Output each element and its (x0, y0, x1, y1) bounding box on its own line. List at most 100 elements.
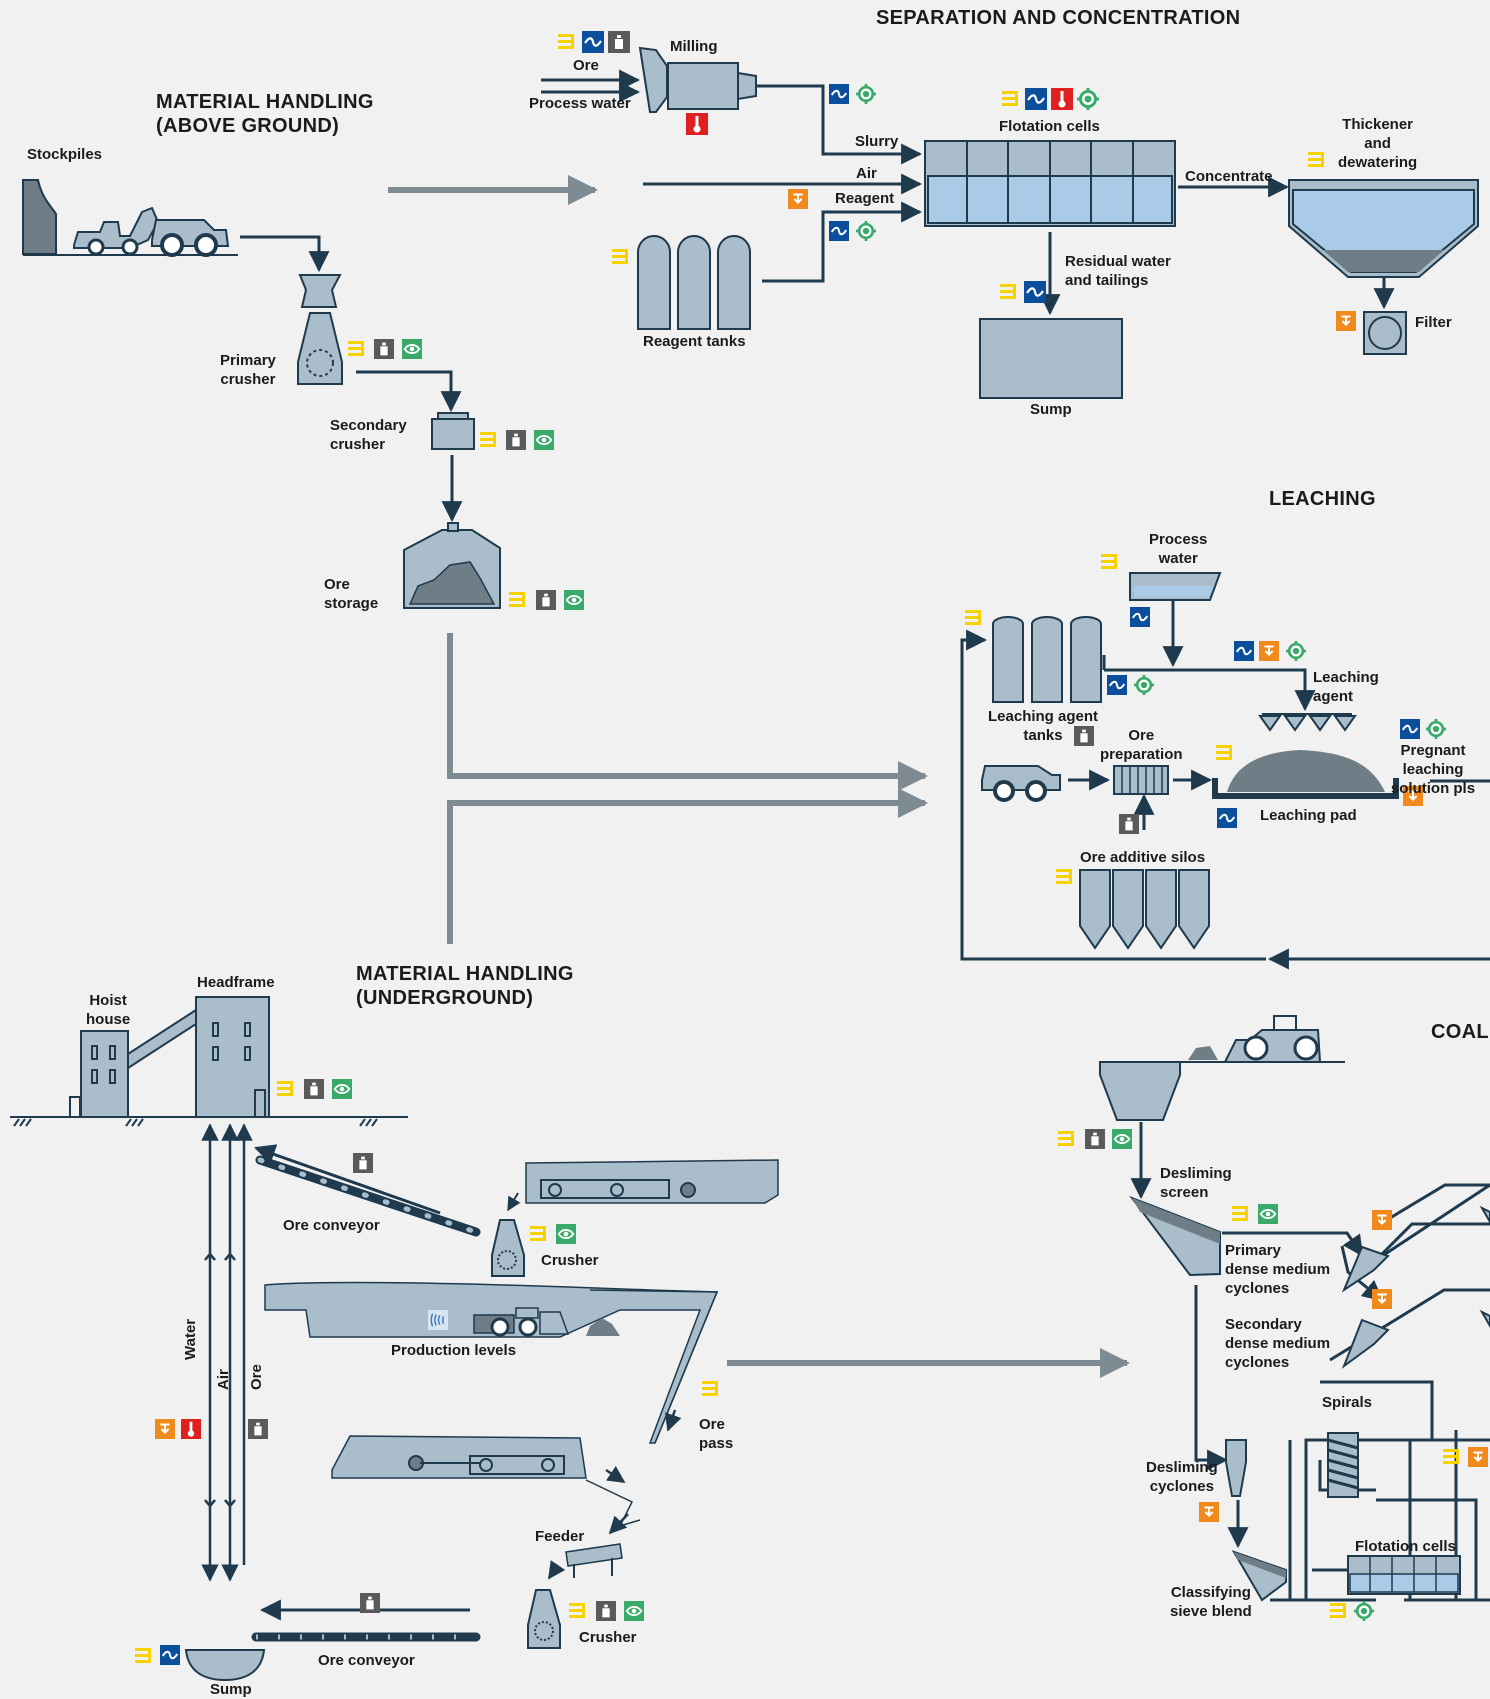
level-icon (558, 34, 574, 49)
weighing-icon (608, 31, 630, 53)
motion-icon (534, 430, 554, 450)
motion-icon (556, 1224, 576, 1244)
label-primary-dmc: Primary dense medium cyclones (1225, 1242, 1331, 1297)
label-stockpiles: Stockpiles (27, 146, 103, 163)
label-pregnant: Pregnant leaching solution pls (1390, 742, 1476, 797)
leaching-pad (1212, 750, 1399, 799)
lower-level-tunnel (331, 1435, 641, 1535)
level-icon (702, 1381, 718, 1396)
label-reagent: Reagent (835, 190, 895, 207)
lower-ore-conveyor (251, 1599, 481, 1642)
weighing-icon (374, 339, 394, 359)
level-icon (1000, 284, 1016, 299)
label-spirals: Spirals (1322, 1394, 1373, 1411)
level-icon (1330, 1603, 1346, 1618)
label-ore-pass: Ore pass (699, 1416, 734, 1452)
pressure-icon (788, 189, 808, 209)
section-connectors (388, 175, 1130, 1378)
level-icon (480, 432, 496, 447)
section-title-separation: SEPARATION AND CONCENTRATION (876, 7, 1241, 29)
feeder-unit (547, 1543, 623, 1580)
weighing-icon (536, 590, 556, 610)
weighing-icon (596, 1601, 616, 1621)
label-secondary-crusher: Secondary crusher (330, 417, 407, 453)
label-ore-preparation: Ore preparation (1100, 727, 1183, 763)
level-icon (569, 1603, 585, 1618)
label-reagent-tanks: Reagent tanks (643, 333, 746, 350)
flow-icon (582, 31, 604, 53)
desliming-cyclones (1225, 1439, 1247, 1497)
motion-icon (332, 1079, 352, 1099)
weighing-icon (360, 1593, 380, 1613)
pressure-icon (1372, 1289, 1392, 1309)
weighing-icon (506, 430, 526, 450)
ore-additive-silos (1079, 869, 1210, 950)
label-concentrate: Concentrate (1185, 168, 1273, 185)
production-level-tunnel (264, 1281, 719, 1444)
label-production-levels: Production levels (391, 1342, 517, 1359)
label-desliming-cyclones: Desliming cyclones (1146, 1459, 1218, 1495)
flow-icon (1217, 808, 1237, 828)
motion-icon (564, 590, 584, 610)
label-crusher-lower: Crusher (579, 1629, 637, 1646)
leaching-agent-tanks (992, 616, 1102, 703)
above-ground-flow-lines (240, 235, 463, 523)
flotation-cells (924, 140, 1176, 227)
label-crusher: Crusher (541, 1252, 599, 1269)
label-desliming-screen: Desliming screen (1160, 1165, 1232, 1201)
label-ore: Ore (573, 57, 599, 74)
analytics-icon (1354, 1601, 1374, 1621)
level-icon (348, 341, 364, 356)
label-sump: Sump (1030, 401, 1072, 418)
label-flotation-cells-coal: Flotation cells (1355, 1538, 1456, 1555)
underground-sump (184, 1649, 266, 1682)
radar-icon (428, 1310, 448, 1330)
milling-flows (541, 69, 1395, 316)
flow-icon (1400, 719, 1420, 739)
label-thickener: Thickener and dewatering (1338, 116, 1418, 171)
label-process-water-leach: Process water (1149, 531, 1208, 567)
secondary-crusher (431, 412, 475, 450)
process-water-tray (1129, 572, 1222, 601)
section-title-leaching: LEACHING (1269, 488, 1376, 510)
section-title-handling-under: MATERIAL HANDLING (UNDERGROUND) (356, 963, 574, 1009)
desliming-screen (1129, 1195, 1221, 1277)
pressure-icon (1199, 1502, 1219, 1522)
weighing-icon (304, 1079, 324, 1099)
leaching-flows (960, 601, 1490, 970)
label-hoist-house: Hoist house (86, 992, 131, 1028)
ore-preparation-unit (1113, 765, 1169, 795)
temperature-icon (686, 113, 708, 135)
shaft-lines (201, 1123, 253, 1582)
label-secondary-dmc: Secondary dense medium cyclones (1225, 1316, 1331, 1371)
coal-hopper (1099, 1015, 1345, 1121)
label-sump-underground: Sump (210, 1681, 252, 1698)
level-icon (1056, 869, 1072, 884)
label-process-water: Process water (529, 95, 631, 112)
stockpiles-equipment (22, 179, 238, 257)
label-ore-vertical: Ore (248, 1364, 265, 1390)
analytics-icon (1426, 719, 1446, 739)
label-leaching-agent: Leaching agent (1313, 669, 1379, 705)
analytics-icon (856, 221, 876, 241)
underground-crusher (491, 1219, 525, 1277)
lower-crusher (527, 1589, 561, 1649)
label-leaching-agent-tanks: Leaching agent tanks (988, 708, 1099, 744)
pressure-icon (1468, 1447, 1488, 1467)
motion-icon (624, 1601, 644, 1621)
thickener (1288, 179, 1479, 278)
sump-tank (979, 318, 1123, 399)
weighing-icon (1119, 814, 1139, 834)
flow-icon (1025, 88, 1047, 110)
label-air: Air (856, 165, 877, 182)
label-ore-additive-silos: Ore additive silos (1080, 849, 1206, 866)
flow-icon (1130, 607, 1150, 627)
temperature-icon (1051, 88, 1073, 110)
motion-icon (402, 339, 422, 359)
label-slurry: Slurry (855, 133, 899, 150)
flow-icon (829, 84, 849, 104)
reagent-tanks (637, 235, 751, 330)
flow-icon (1107, 675, 1127, 695)
label-ore-storage: Ore storage (324, 576, 379, 612)
